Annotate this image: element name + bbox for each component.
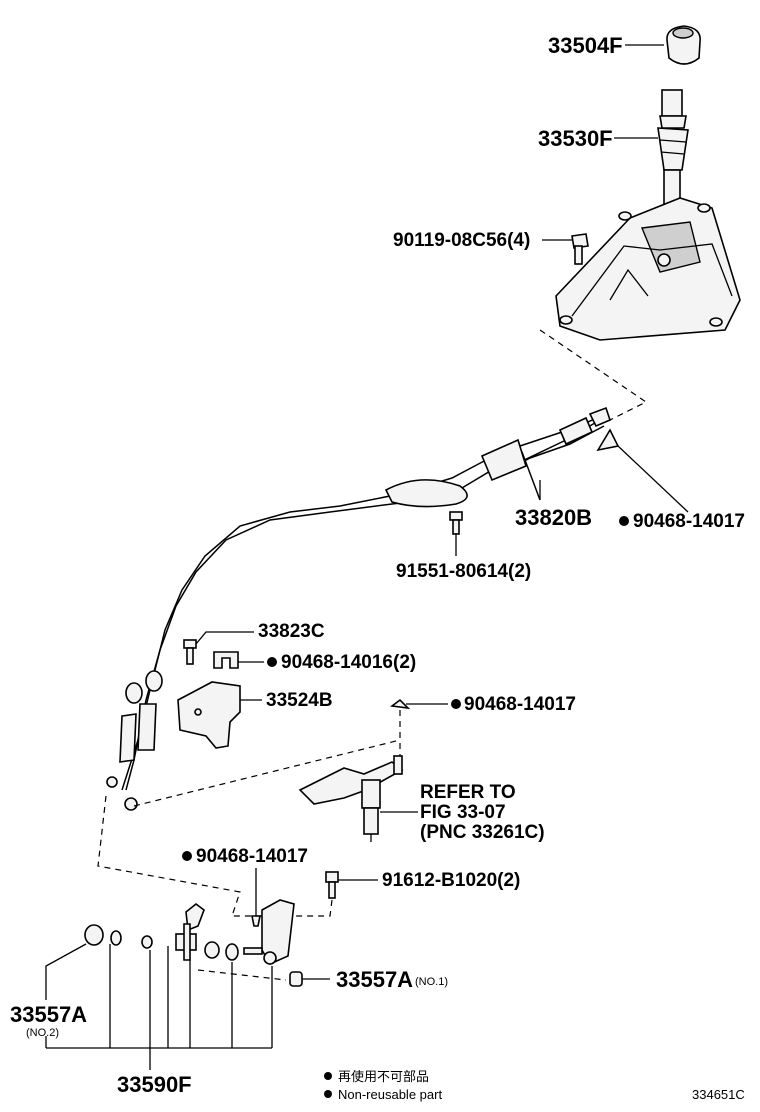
refer-line-1: REFER TO [420, 782, 516, 803]
shift-lever-illustration [657, 89, 689, 207]
dashed-link-cable-end [133, 739, 401, 807]
label-lever-boot: 33530F [538, 126, 613, 151]
figure-code: 334651C [692, 1087, 745, 1102]
label-clip-lower: 90468-14017 [196, 846, 308, 867]
label-bolt-4: 90119-08C56(4) [393, 230, 530, 251]
legend-dot-jp [324, 1072, 332, 1080]
dashed-link-cable-lower [97, 795, 270, 917]
bolt-4-illustration [571, 233, 589, 265]
label-cable: 33820B [515, 505, 592, 530]
shift-housing-illustration [555, 197, 741, 341]
legend-dot-en [324, 1090, 332, 1098]
bracket-bolt-illustration [183, 639, 197, 665]
refer-line-3: (PNC 33261C) [420, 822, 545, 843]
note-bushing-no1: (NO.1) [415, 976, 448, 988]
bracket-illustration [177, 681, 241, 749]
nonreusable-dot-clip-pair [267, 657, 277, 667]
control-cable-illustration [106, 406, 611, 811]
clip-mid-illustration [389, 698, 411, 710]
clip-upper-illustration [596, 428, 620, 452]
refer-line-2: FIG 33-07 [420, 802, 506, 823]
transmission-linkage-illustration [298, 755, 404, 842]
label-bushing-no1: 33557A [336, 967, 413, 992]
label-bolt-lower: 91612-B1020(2) [382, 870, 520, 891]
leader-clip-upper [617, 445, 689, 513]
label-bracket: 33524B [266, 690, 333, 711]
leader-bracket-bolt [195, 631, 254, 645]
nonreusable-dot-clip-upper [619, 516, 629, 526]
note-bushing-no2: (NO.2) [26, 1027, 59, 1039]
lower-lever-illustration [175, 899, 295, 966]
bushing-washers-illustration [84, 924, 239, 961]
nonreusable-dot-clip-mid [451, 699, 461, 709]
clip-lower-illustration [251, 915, 261, 927]
label-lever-sub: 33590F [117, 1072, 192, 1097]
legend-en: Non-reusable part [338, 1087, 442, 1102]
leader-bushing-no2 [45, 943, 87, 1000]
dashed-link-housing-cable [539, 329, 648, 421]
bolt-lower-illustration [325, 871, 339, 899]
clip-pair-illustration [213, 651, 239, 669]
bolt-2-illustration [449, 511, 463, 535]
label-clip-pair: 90468-14016(2) [281, 652, 416, 673]
legend-jp: 再使用不可部品 [338, 1069, 429, 1084]
label-clip-upper: 90468-14017 [633, 511, 745, 532]
label-bushing-no2: 33557A [10, 1002, 87, 1027]
label-clip-mid: 90468-14017 [464, 694, 576, 715]
shift-knob-illustration [666, 25, 701, 65]
leader-bracket-33590F [45, 944, 273, 1070]
label-bracket-bolt: 33823C [258, 621, 325, 642]
label-knob: 33504F [548, 33, 623, 58]
nonreusable-dot-clip-lower [182, 851, 192, 861]
bushing-no1-illustration [289, 971, 303, 987]
label-bolt-2: 91551-80614(2) [396, 561, 531, 582]
dashed-link-bolt-lower [292, 899, 333, 917]
dashed-link-bushing-no1 [197, 969, 287, 981]
